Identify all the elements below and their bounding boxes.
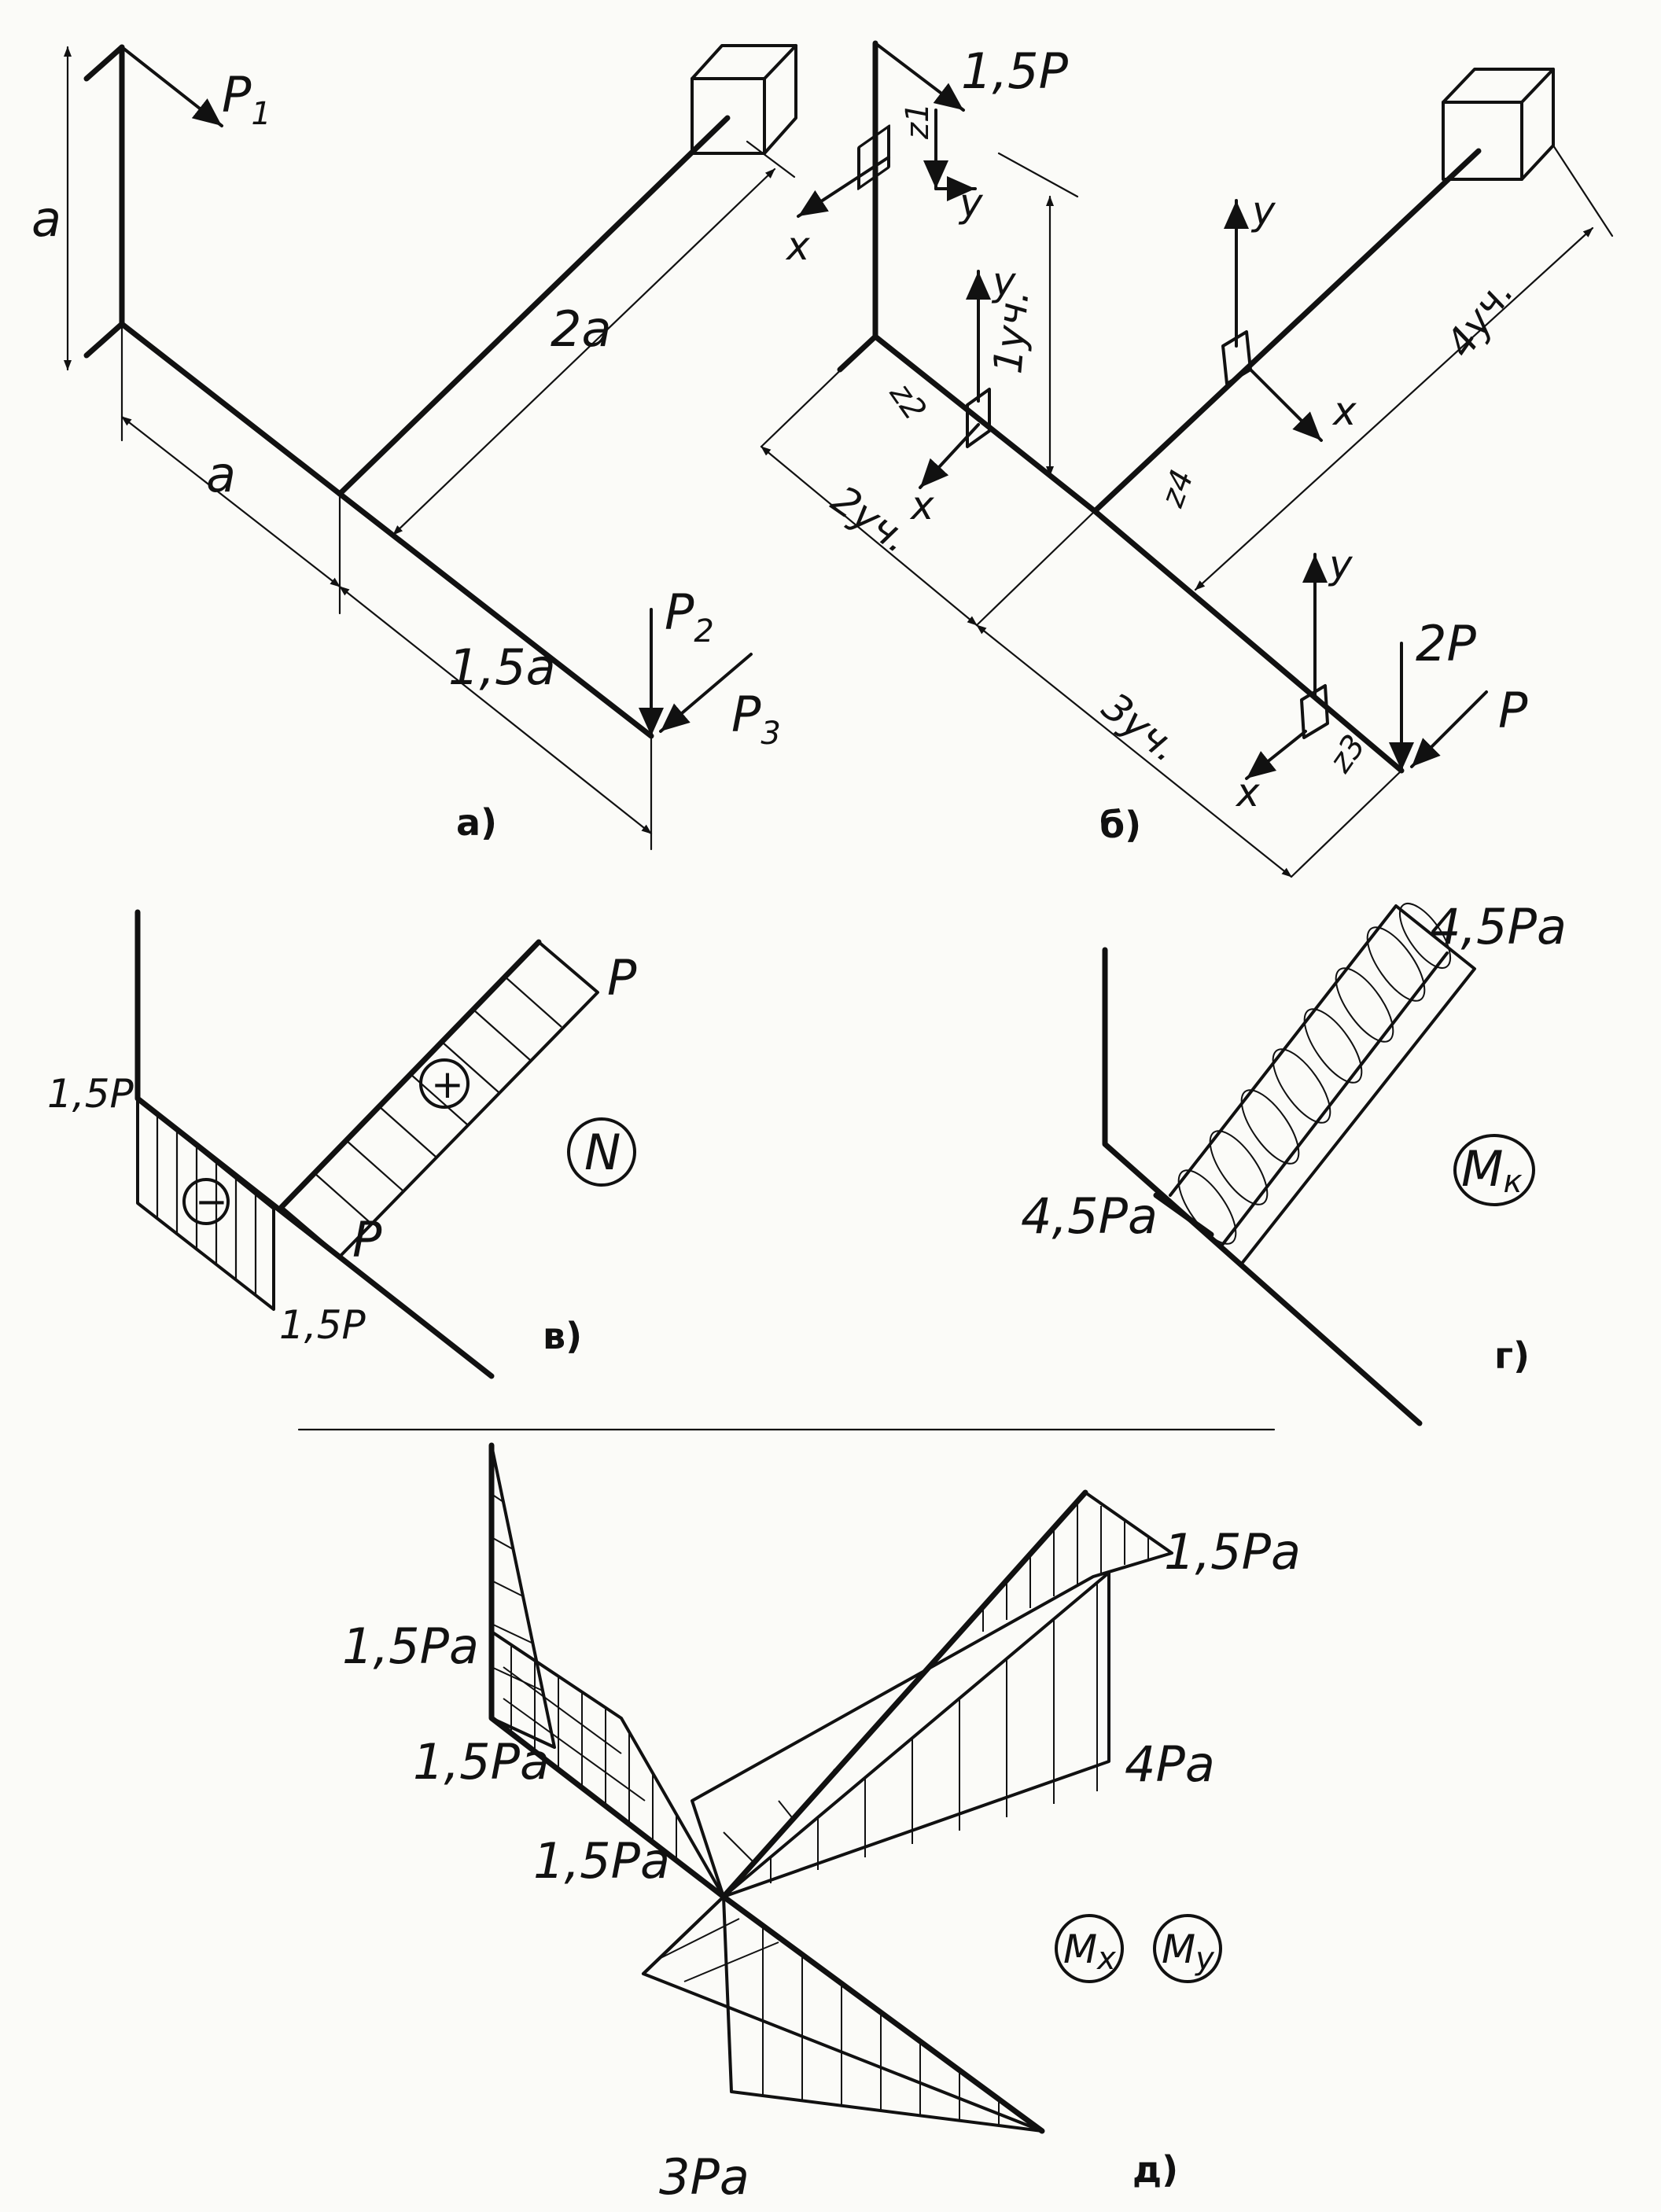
dim-label-2a: 2a xyxy=(551,300,611,358)
load-label-p3: P3 xyxy=(731,686,781,752)
figure-a: P1 P2 P3 a a 1,5a 2a а) xyxy=(31,44,797,851)
value-mk-1: 4,5Pa xyxy=(1430,898,1567,955)
segment-label-3: 3уч. xyxy=(1094,683,1188,771)
diagram-mx-lower xyxy=(642,1895,1044,2133)
segment-label-1: 1уч. xyxy=(985,288,1037,375)
dim-line-seg4 xyxy=(1194,226,1594,591)
diagram-my-branch xyxy=(722,1571,1110,1898)
load-label-2p: 2P xyxy=(1416,615,1476,672)
section-marker-1 xyxy=(857,124,890,190)
value-n-1: 1,5P xyxy=(47,1071,134,1117)
dim-line-seg3 xyxy=(975,624,1293,878)
axis-x-arrow-4 xyxy=(1249,368,1323,442)
figure-b: 1,5P 2P P y x z1 y x z2 y xyxy=(760,40,1614,878)
value-m-4: 1,5Pa xyxy=(1164,1523,1301,1581)
axis-label-y-1: y xyxy=(958,180,984,226)
section-marker-3 xyxy=(1300,684,1329,739)
sign-circle-positive xyxy=(419,1058,470,1109)
caption-d: д) xyxy=(1132,2148,1178,2191)
dimensions-a: a a 1,5a 2a xyxy=(31,46,796,851)
diagram-n-negative xyxy=(136,1097,275,1311)
frame-g-branch xyxy=(1221,951,1449,1246)
hatch-n-negative xyxy=(156,1113,257,1295)
value-m-2: 1,5Pa xyxy=(413,1733,550,1791)
section-marker-2 xyxy=(966,388,991,448)
load-arrow-1-5p xyxy=(874,42,965,112)
frame-d xyxy=(488,1442,727,1900)
value-m-5: 4Pa xyxy=(1125,1735,1215,1793)
symbol-mk: Mк xyxy=(1461,1140,1523,1200)
figure-d: Mx My 1,5Pa 1,5Pa 1,5Pa 1,5Pa 4Pa 3Pa д) xyxy=(342,1442,1301,2206)
hatch-mk-spiral xyxy=(1177,903,1452,1245)
value-n-3: P xyxy=(607,949,637,1007)
value-n-4: P xyxy=(352,1211,382,1268)
value-mk-2: 4,5Pa xyxy=(1021,1187,1158,1245)
axis-label-x-4: x xyxy=(1331,388,1357,434)
load-arrow-p1 xyxy=(120,46,223,127)
load-arrow-p xyxy=(1410,690,1488,768)
load-label-p2: P2 xyxy=(665,583,714,650)
diagram-mk-outline xyxy=(1169,904,1476,1266)
symbol-circle-my xyxy=(1153,1914,1222,1983)
dim-label-1-5a: 1,5a xyxy=(448,639,556,696)
axis-label-y-4: y xyxy=(1250,188,1276,234)
load-label-1-5p: 1,5P xyxy=(961,42,1069,100)
frame-g xyxy=(1102,947,1423,1426)
section-label-z2: z2 xyxy=(882,376,934,427)
axis-label-x-3: x xyxy=(1235,770,1260,815)
sign-positive: + xyxy=(431,1062,464,1107)
figure-v: − + N 1,5P 1,5P P P в) xyxy=(47,909,637,1379)
caption-b: б) xyxy=(1099,804,1141,846)
caption-a: а) xyxy=(456,801,497,844)
symbol-my: My xyxy=(1162,1927,1215,1977)
figure-g: Mк 4,5Pa 4,5Pa г) xyxy=(1021,898,1567,1426)
value-m-3: 1,5Pa xyxy=(533,1832,670,1890)
load-label-p: P xyxy=(1498,682,1528,739)
symbol-circle-mx xyxy=(1055,1914,1124,1983)
diagram-mx-branch xyxy=(691,1491,1173,1898)
axis-x-arrow-2 xyxy=(919,423,980,489)
symbol-circle-mk xyxy=(1453,1134,1535,1206)
diagram-my-lower xyxy=(642,1895,1044,2133)
value-m-1: 1,5Pa xyxy=(342,1618,479,1675)
segment-label-4: 4уч. xyxy=(1437,271,1523,366)
loads-a: P1 P2 P3 xyxy=(120,46,781,752)
dim-label-a-vert: a xyxy=(31,190,61,248)
segment-label-2: 2уч. xyxy=(823,477,919,562)
axis-label-y-3: y xyxy=(1328,542,1353,587)
dim-line-a-horiz xyxy=(120,415,341,588)
caption-v: в) xyxy=(543,1315,582,1357)
axis-label-y-2: y xyxy=(991,259,1017,304)
section-label-z1: z1 xyxy=(900,103,936,140)
sign-negative: − xyxy=(195,1179,228,1224)
loads-b: 1,5P 2P P xyxy=(874,42,1528,772)
sign-circle-negative xyxy=(182,1178,230,1225)
diagram-n-positive xyxy=(280,940,599,1258)
axis-label-x-1: x xyxy=(785,223,810,269)
load-label-p1: P1 xyxy=(222,66,271,132)
section-label-z4: z4 xyxy=(1154,465,1200,512)
value-n-2: 1,5P xyxy=(279,1302,366,1348)
symbol-circle-n xyxy=(567,1117,636,1187)
value-m-6: 3Pa xyxy=(659,2148,749,2206)
symbol-n: N xyxy=(584,1124,621,1181)
caption-g: г) xyxy=(1494,1334,1530,1377)
dim-line-seg2 xyxy=(760,445,978,627)
dim-label-a-horiz: a xyxy=(206,446,236,503)
dim-line-1-5a xyxy=(338,585,653,835)
section-label-z3: z3 xyxy=(1322,728,1373,779)
axis-x-arrow-1 xyxy=(797,156,890,218)
symbol-mx: Mx xyxy=(1063,1927,1116,1977)
dim-line-2a xyxy=(392,167,776,536)
load-arrow-p3 xyxy=(659,653,753,733)
